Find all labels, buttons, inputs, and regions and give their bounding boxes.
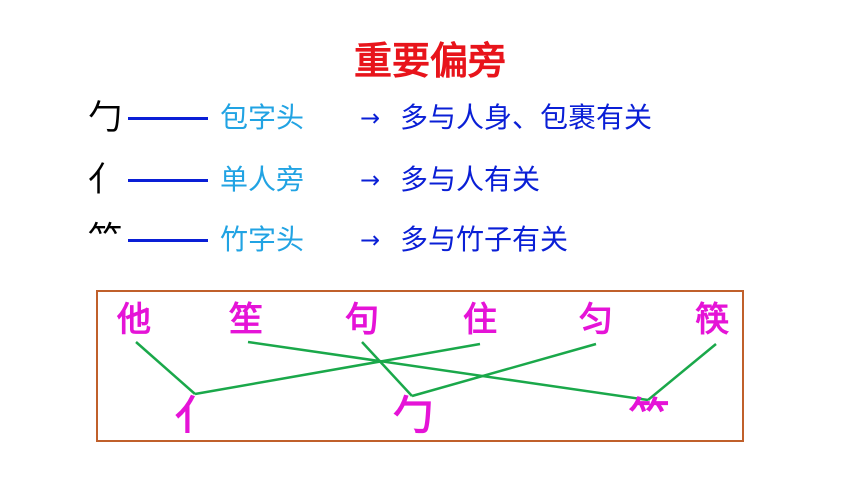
radical-name: 竹字头	[220, 223, 305, 256]
char-ta[interactable]: 他	[117, 300, 151, 340]
radical-name: 包字头	[220, 101, 305, 134]
dash-line	[128, 179, 208, 182]
link-ta-ren	[135, 341, 196, 395]
char-zhu[interactable]: 住	[463, 300, 497, 340]
matching-exercise-box	[96, 290, 744, 442]
arrow-icon: →	[360, 226, 381, 254]
link-zhu-ren	[194, 342, 481, 396]
char-yun[interactable]: 匀	[579, 300, 613, 340]
radical-meaning: 多与人身、包裹有关	[400, 101, 653, 134]
link-kuai-zhu	[647, 343, 717, 401]
link-sheng-zhu	[247, 340, 649, 402]
target-radical-ren[interactable]: 亻	[175, 393, 215, 439]
radical-name: 单人旁	[220, 163, 305, 196]
radical-meaning: 多与人有关	[400, 163, 541, 196]
radical-symbol: 勹	[88, 98, 122, 138]
link-yun-bao	[411, 342, 597, 398]
arrow-icon: →	[360, 166, 381, 194]
target-radical-zhu[interactable]: ⺮	[629, 396, 669, 420]
char-kuai[interactable]: 筷	[695, 300, 729, 340]
radical-row-ren: 亻 单人旁 → 多与人有关	[88, 158, 788, 202]
char-sheng[interactable]: 笙	[229, 300, 263, 340]
dash-line	[128, 239, 208, 242]
radical-symbol: ⺮	[88, 220, 122, 260]
radical-meaning: 多与竹子有关	[400, 223, 569, 256]
radical-symbol: 亻	[88, 160, 122, 200]
char-ju[interactable]: 句	[345, 300, 379, 340]
radical-row-zhu: ⺮ 竹字头 → 多与竹子有关	[88, 218, 788, 262]
arrow-icon: →	[360, 104, 381, 132]
target-radical-bao[interactable]: 勹	[393, 393, 433, 439]
radical-row-bao: 勹 包字头 → 多与人身、包裹有关	[88, 96, 788, 140]
link-ju-bao	[361, 341, 413, 397]
page-title: 重要偏旁	[353, 38, 506, 83]
dash-line	[128, 117, 208, 120]
